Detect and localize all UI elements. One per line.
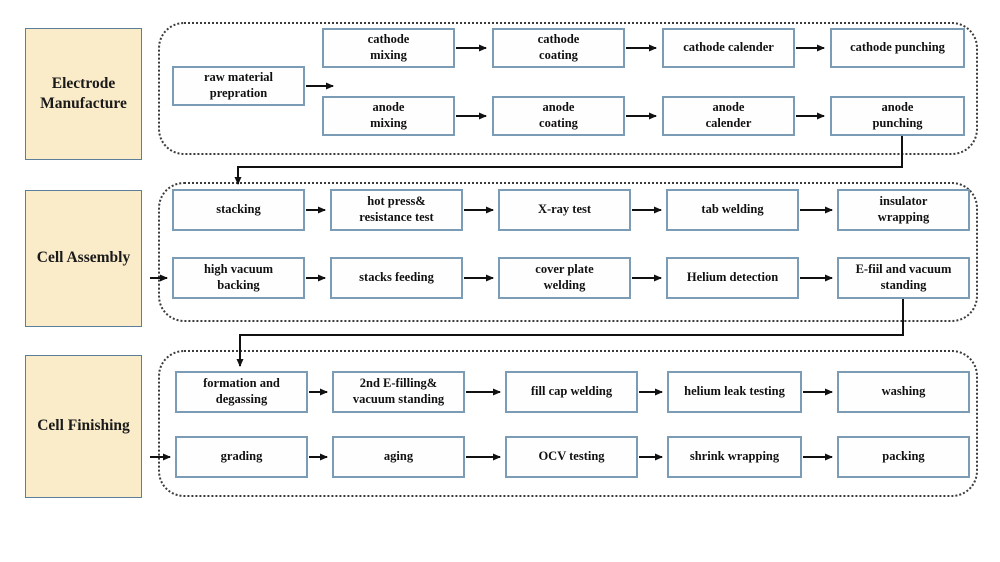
- process-box-grading: grading: [175, 436, 308, 478]
- process-box-anode-punching: anode punching: [830, 96, 965, 136]
- process-box-helium-leak-testing: helium leak testing: [667, 371, 802, 413]
- process-box-aging: aging: [332, 436, 465, 478]
- process-box-x-ray-test: X-ray test: [498, 189, 631, 231]
- process-box-packing: packing: [837, 436, 970, 478]
- process-box-anode-calender: anode calender: [662, 96, 795, 136]
- process-box-washing: washing: [837, 371, 970, 413]
- process-box-stacking: stacking: [172, 189, 305, 231]
- stage-label-cell-assembly: Cell Assembly: [25, 190, 142, 327]
- stage-label-electrode-manufacture: Electrode Manufacture: [25, 28, 142, 160]
- process-box-helium-detection: Helium detection: [666, 257, 799, 299]
- process-box-anode-coating: anode coating: [492, 96, 625, 136]
- process-box-cathode-calender: cathode calender: [662, 28, 795, 68]
- process-box-2nd-e-filling-vacuum-standing: 2nd E-filling& vacuum standing: [332, 371, 465, 413]
- process-box-hot-press-resistance-test: hot press& resistance test: [330, 189, 463, 231]
- process-box-stacks-feeding: stacks feeding: [330, 257, 463, 299]
- process-box-tab-welding: tab welding: [666, 189, 799, 231]
- process-box-raw-material-preparation: raw material prepration: [172, 66, 305, 106]
- process-box-anode-mixing: anode mixing: [322, 96, 455, 136]
- process-box-insulator-wrapping: insulator wrapping: [837, 189, 970, 231]
- process-box-cover-plate-welding: cover plate welding: [498, 257, 631, 299]
- process-box-cathode-coating: cathode coating: [492, 28, 625, 68]
- process-box-formation-degassing: formation and degassing: [175, 371, 308, 413]
- process-box-ocv-testing: OCV testing: [505, 436, 638, 478]
- process-box-e-fill-vacuum-standing: E-fiil and vacuum standing: [837, 257, 970, 299]
- process-box-high-vacuum-backing: high vacuum backing: [172, 257, 305, 299]
- process-box-fill-cap-welding: fill cap welding: [505, 371, 638, 413]
- process-box-shrink-wrapping: shrink wrapping: [667, 436, 802, 478]
- stage-label-cell-finishing: Cell Finishing: [25, 355, 142, 498]
- process-box-cathode-punching: cathode punching: [830, 28, 965, 68]
- process-box-cathode-mixing: cathode mixing: [322, 28, 455, 68]
